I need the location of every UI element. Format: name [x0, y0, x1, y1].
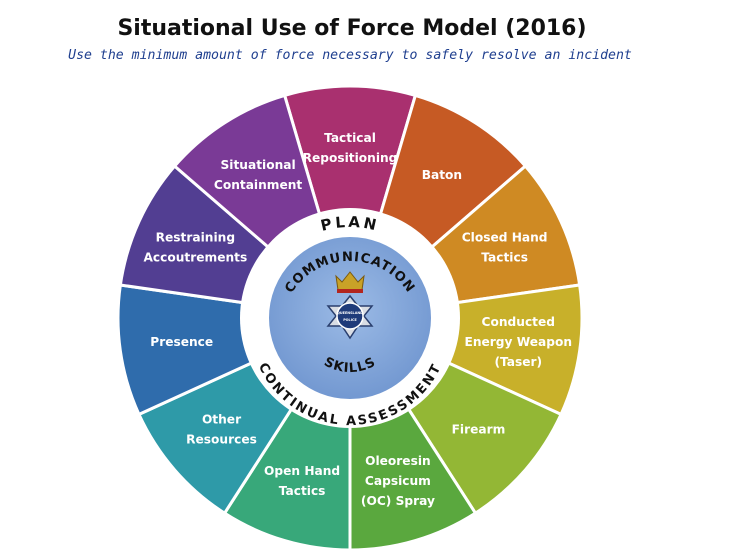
police-badge-logo: QUEENSLAND POLICE	[326, 271, 374, 340]
page-subtitle: Use the minimum amount of force necessar…	[68, 48, 632, 63]
badge-star-icon: QUEENSLAND POLICE	[326, 294, 374, 340]
badge-text-line-1: QUEENSLAND	[337, 311, 363, 315]
crown-icon	[335, 271, 365, 293]
wheel-segment-label: Firearm	[452, 422, 506, 436]
wheel-segment-label: Presence	[150, 335, 213, 349]
page-title: Situational Use of Force Model (2016)	[117, 16, 587, 41]
badge-text-line-2: POLICE	[343, 318, 357, 322]
wheel-segment-label: Baton	[422, 168, 462, 182]
hub-skills-label: SKILLS	[321, 355, 378, 377]
